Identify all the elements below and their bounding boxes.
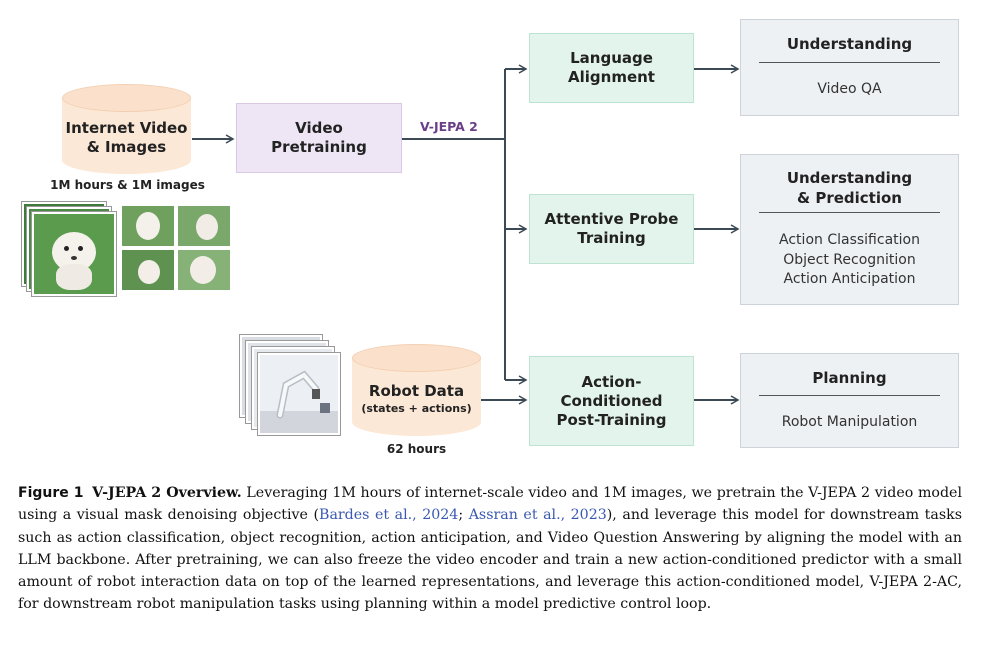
caption-text-b: ), and leverage this model for downstrea… xyxy=(18,507,962,613)
output-item: Video QA xyxy=(817,81,882,97)
diagram-connectors xyxy=(192,64,740,405)
video-frames-stack xyxy=(22,202,117,297)
output-title: Planning xyxy=(812,369,887,387)
output-divider xyxy=(759,212,940,213)
caption-text-a: Leveraging 1M hours of internet-scale vi… xyxy=(18,485,962,524)
figure-label: Figure 1 xyxy=(18,485,84,501)
output-item: Object Recognition xyxy=(783,251,916,268)
robot-stat: 62 hours xyxy=(386,442,447,456)
stage-line: Alignment xyxy=(568,68,655,86)
output-divider xyxy=(759,395,940,396)
internet-stat: 1M hours & 1M images xyxy=(50,178,205,192)
citation-link[interactable]: Bardes et al., 2024 xyxy=(319,507,459,524)
output-item: Action Anticipation xyxy=(783,271,916,287)
output-understanding-prediction: Understanding & Prediction Action Classi… xyxy=(740,154,959,305)
internet-title-line1: Internet Video xyxy=(65,119,188,137)
figure-title: V-JEPA 2 Overview. xyxy=(92,485,242,501)
output-planning: Planning Robot Manipulation xyxy=(740,353,959,448)
image-grid xyxy=(122,206,230,290)
internet-data-cylinder: Internet Video & Images xyxy=(62,84,191,174)
internet-title-line2: & Images xyxy=(86,138,167,156)
video-pretraining-box: Video Pretraining xyxy=(236,103,402,173)
output-title: Understanding xyxy=(786,169,913,187)
figure-caption: Figure 1 V-JEPA 2 Overview. Leveraging 1… xyxy=(18,482,962,616)
action-conditioned-box: Action- Conditioned Post-Training xyxy=(529,356,694,446)
robot-subtitle: (states + actions) xyxy=(361,402,472,415)
output-title: Understanding xyxy=(786,35,913,53)
stage-line: Training xyxy=(577,229,646,247)
output-item: Action Classification xyxy=(779,232,920,248)
robot-frames-stack xyxy=(240,335,340,435)
output-divider xyxy=(759,62,940,63)
language-alignment-box: Language Alignment xyxy=(529,33,694,103)
stage-line: Conditioned xyxy=(560,391,663,410)
caption-separator: ; xyxy=(458,507,469,524)
attentive-probe-box: Attentive Probe Training xyxy=(529,194,694,264)
stage-line: Attentive Probe xyxy=(544,210,679,228)
output-item: Robot Manipulation xyxy=(781,414,918,430)
stage-line: Action- xyxy=(581,372,642,391)
stage-line: Post-Training xyxy=(556,410,667,429)
output-title: & Prediction xyxy=(797,189,902,207)
pretraining-line1: Video xyxy=(295,119,343,137)
output-understanding: Understanding Video QA xyxy=(740,19,959,116)
robot-data-cylinder: Robot Data (states + actions) xyxy=(352,344,481,436)
stage-line: Language xyxy=(570,49,653,67)
edge-label-vjepa2: V-JEPA 2 xyxy=(420,119,478,134)
pretraining-line2: Pretraining xyxy=(271,138,367,156)
robot-title: Robot Data xyxy=(368,382,465,400)
citation-link[interactable]: Assran et al., 2023 xyxy=(468,507,607,524)
